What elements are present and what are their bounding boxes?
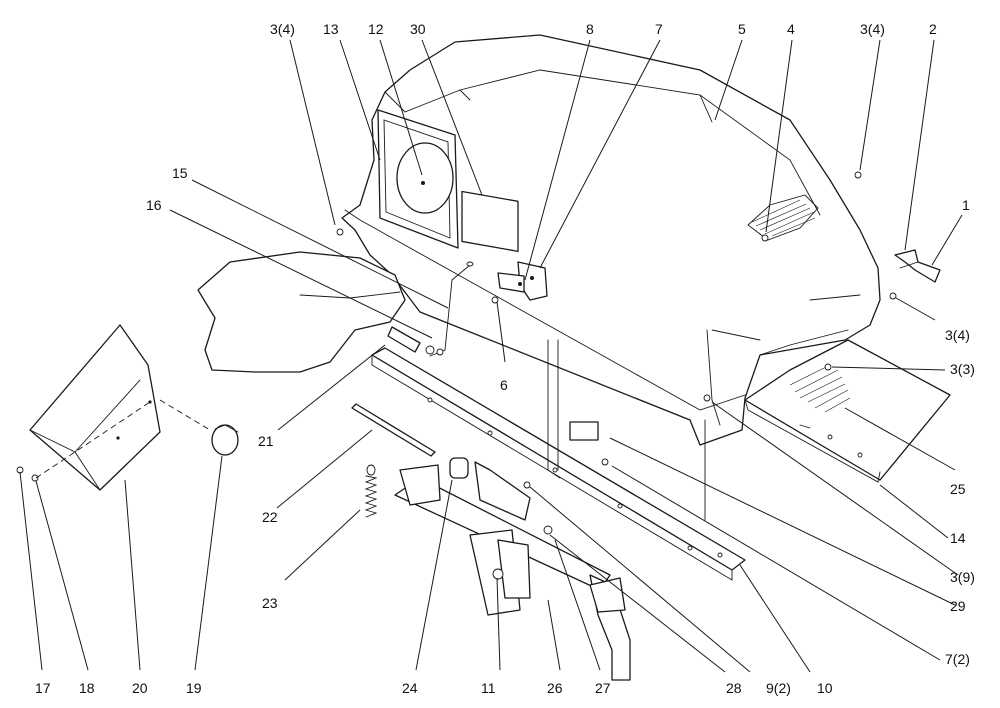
callout-8: 8 <box>586 21 594 37</box>
side-bracket <box>894 249 941 283</box>
callout-7: 7 <box>655 21 663 37</box>
bushing <box>449 457 469 479</box>
tension-spring <box>364 464 378 518</box>
callout-3-4-top-left: 3(4) <box>270 21 295 37</box>
callout-15: 15 <box>172 165 188 181</box>
lift-arm-assembly <box>394 461 631 681</box>
callout-20: 20 <box>132 680 148 696</box>
callout-17: 17 <box>35 680 51 696</box>
callout-18: 18 <box>79 680 95 696</box>
callout-13: 13 <box>323 21 339 37</box>
callout-9-2: 9(2) <box>766 680 791 696</box>
intake-screen <box>396 142 454 214</box>
callout-1: 1 <box>962 197 970 213</box>
callout-5: 5 <box>738 21 746 37</box>
callout-25: 25 <box>950 481 966 497</box>
callout-7-2: 7(2) <box>945 651 970 667</box>
callout-3-4-top-right: 3(4) <box>860 21 885 37</box>
grille-fastener <box>761 234 769 242</box>
callout-16: 16 <box>146 197 162 213</box>
callout-labels: 3(4) 13 12 30 8 7 5 4 3(4) 2 1 3(4) 3(3)… <box>35 21 975 696</box>
callout-6: 6 <box>500 377 508 393</box>
callout-11: 11 <box>481 680 496 696</box>
left-deflector <box>197 251 406 373</box>
hood-cover-part <box>341 34 881 446</box>
chute-fasteners <box>16 399 211 482</box>
callout-30: 30 <box>410 21 426 37</box>
callout-4: 4 <box>787 21 795 37</box>
callout-19: 19 <box>186 680 202 696</box>
callout-28: 28 <box>726 680 742 696</box>
mounting-rail <box>371 347 746 581</box>
leader-lines <box>19 39 963 673</box>
control-rod <box>387 261 474 357</box>
small-decal <box>569 421 599 441</box>
callout-10: 10 <box>817 680 833 696</box>
chute-cap <box>211 424 239 456</box>
callout-22: 22 <box>262 509 278 525</box>
callout-23: 23 <box>262 595 278 611</box>
callout-21: 21 <box>258 433 274 449</box>
pivot-shaft <box>351 403 436 457</box>
callout-29: 29 <box>950 598 966 614</box>
callout-26: 26 <box>547 680 563 696</box>
callout-12: 12 <box>368 21 384 37</box>
callout-3-3: 3(3) <box>950 361 975 377</box>
discharge-chute <box>29 324 161 491</box>
fasteners <box>336 171 897 535</box>
callout-24: 24 <box>402 680 418 696</box>
callout-3-9: 3(9) <box>950 569 975 585</box>
callout-3-4-right: 3(4) <box>945 327 970 343</box>
rear-panel <box>744 339 951 483</box>
callout-27: 27 <box>595 680 611 696</box>
intake-opening <box>377 109 459 249</box>
callout-2: 2 <box>929 21 937 37</box>
callout-14: 14 <box>950 530 966 546</box>
guide-line <box>547 339 561 479</box>
decal-panel <box>461 190 519 252</box>
